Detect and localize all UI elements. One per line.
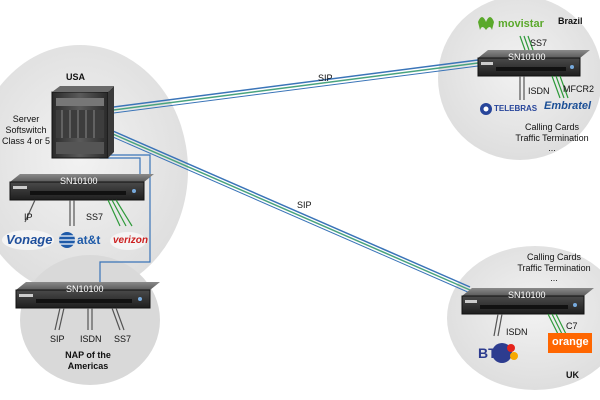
server-label-line2: Softswitch [5, 125, 47, 135]
nap-port-isdn-label: ISDN [80, 334, 102, 344]
device-brazil [477, 50, 590, 77]
orange-logo: orange [552, 336, 589, 348]
verizon-logo: verizon [113, 235, 149, 246]
device-usa-nap-label: SN10100 [66, 284, 104, 294]
region-usa-label: USA [66, 72, 86, 82]
region-brazil-cloud [438, 0, 600, 160]
verizon-logo-bg [110, 232, 146, 250]
server-label-line1: Server [12, 114, 40, 124]
telebras-logo: TELEBRAS [494, 104, 538, 113]
telebras-logo-icon [480, 103, 492, 115]
region-brazil-label: Brazil [558, 16, 583, 26]
device-uk-label: SN10100 [508, 290, 546, 300]
brazil-port-ss7-label: SS7 [530, 38, 548, 48]
movistar-logo: movistar [498, 18, 544, 30]
brazil-port-cables [519, 35, 569, 100]
uk-port-cables [493, 313, 567, 337]
server-label-line3: Class 4 or 5 [1, 136, 51, 146]
brazil-port-mfcr2-label: MFCR2 [563, 84, 594, 94]
nap-port-sip-label: SIP [50, 334, 65, 344]
region-uk-cloud [447, 246, 600, 390]
device-uk [461, 288, 594, 315]
usa-top-port-cables [24, 199, 133, 227]
nap-port-ss7-label: SS7 [114, 334, 132, 344]
region-usa-cloud [0, 45, 188, 295]
uk-port-isdn-label: ISDN [506, 327, 528, 337]
sip-label-uk: SIP [297, 200, 312, 210]
embratel-logo: Embratel [544, 100, 592, 112]
uk-service-line1: Calling Cards [526, 252, 582, 262]
brazil-service-line2: Traffic Termination [515, 133, 589, 143]
device-usa-nap [15, 282, 160, 309]
movistar-logo-icon [478, 17, 494, 30]
brazil-port-isdn-label: ISDN [528, 86, 550, 96]
device-usa-top-label: SN10100 [60, 176, 98, 186]
server-softswitch [51, 86, 114, 159]
sip-label-brazil: SIP [318, 73, 333, 83]
orange-logo-box [548, 333, 592, 353]
sip-link-brazil [105, 59, 479, 115]
nap-port-cables [54, 307, 125, 331]
uk-port-c7-label: C7 [566, 321, 578, 331]
att-globe-icon [59, 232, 75, 248]
bt-logo-icon [492, 343, 518, 363]
uk-service-line3: ... [550, 273, 558, 283]
region-uk-label: UK [566, 370, 579, 380]
att-logo: at&t [77, 233, 101, 247]
usa-port-ss7-label: SS7 [86, 212, 104, 222]
device-brazil-label: SN10100 [508, 52, 546, 62]
usa-port-ip-label: IP [24, 212, 33, 222]
sip-link-uk [105, 127, 471, 294]
brazil-service-line3: ... [548, 143, 556, 153]
uk-service-line2: Traffic Termination [517, 263, 591, 273]
vonage-logo: Vonage [6, 232, 53, 247]
bt-logo: BT [478, 345, 497, 361]
nap-label-line1: NAP of the [65, 350, 111, 360]
nap-label-line2: Americas [67, 361, 109, 371]
brazil-service-line1: Calling Cards [524, 122, 580, 132]
device-usa-top [9, 174, 154, 201]
vonage-logo-bg [2, 230, 54, 250]
